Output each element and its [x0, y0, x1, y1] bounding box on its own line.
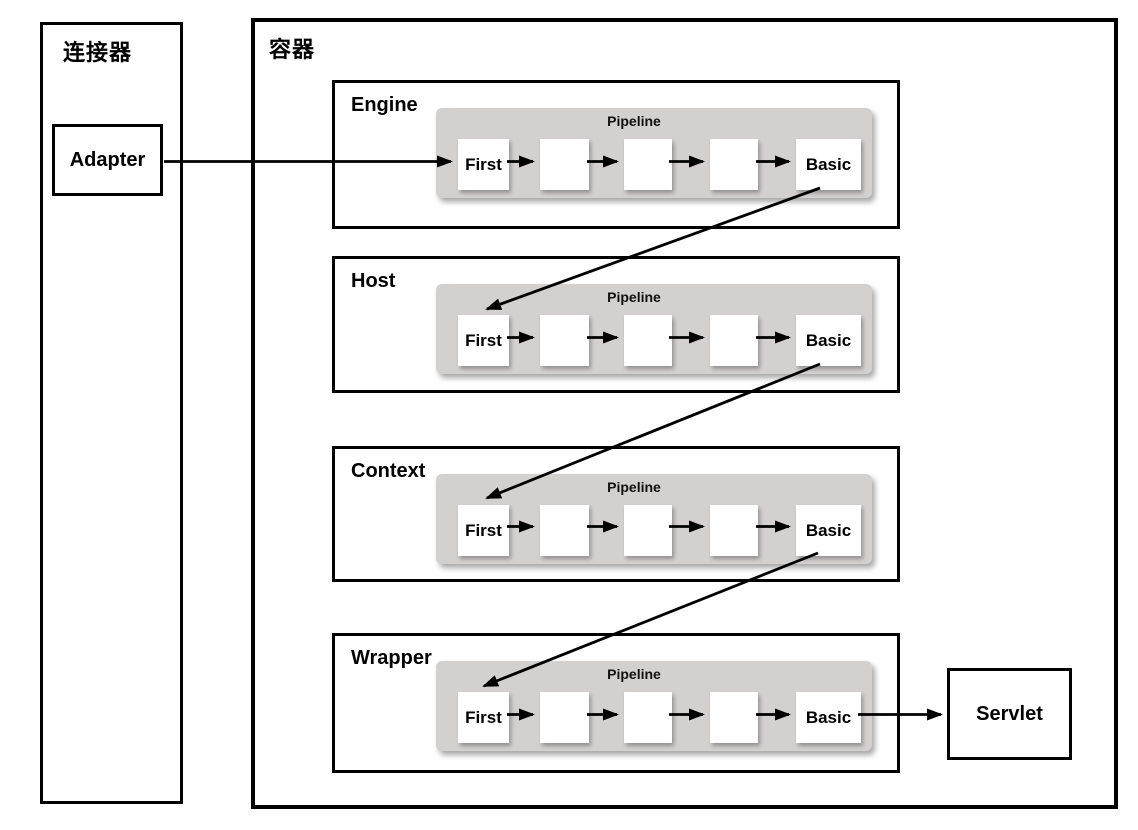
- context-pipeline: Pipeline First Basic: [436, 474, 872, 564]
- section-host-label: Host: [351, 270, 396, 292]
- host-first-valve: First: [458, 315, 509, 366]
- wrapper-pipeline-title: Pipeline: [607, 666, 661, 682]
- section-context: Context Pipeline First Basic: [332, 446, 900, 582]
- host-pipeline-title: Pipeline: [607, 289, 661, 305]
- servlet-box: Servlet: [947, 668, 1072, 760]
- servlet-label: Servlet: [976, 702, 1043, 725]
- host-valve-2: [540, 315, 589, 366]
- section-host: Host Pipeline First Basic: [332, 256, 900, 393]
- wrapper-valve-4: [710, 692, 758, 743]
- engine-basic-valve: Basic: [796, 139, 861, 190]
- wrapper-pipeline: Pipeline First Basic: [436, 661, 872, 751]
- section-engine: Engine Pipeline First Basic: [332, 80, 900, 229]
- context-pipeline-title: Pipeline: [607, 479, 661, 495]
- wrapper-valve-2: [540, 692, 589, 743]
- context-first-valve: First: [458, 505, 509, 556]
- context-valve-4: [710, 505, 758, 556]
- adapter-label: Adapter: [69, 148, 146, 171]
- engine-pipeline: Pipeline First Basic: [436, 108, 872, 198]
- engine-valve-2: [540, 139, 589, 190]
- wrapper-first-valve: First: [458, 692, 509, 743]
- host-valve-3: [624, 315, 672, 366]
- wrapper-valve-3: [624, 692, 672, 743]
- host-pipeline: Pipeline First Basic: [436, 284, 872, 374]
- wrapper-basic-valve: Basic: [796, 692, 861, 743]
- adapter-box: Adapter: [52, 124, 163, 196]
- connector-label: 连接器: [63, 40, 133, 65]
- section-engine-label: Engine: [351, 94, 418, 116]
- section-context-label: Context: [351, 460, 426, 482]
- section-wrapper-label: Wrapper: [351, 647, 432, 669]
- container-label: 容器: [269, 37, 316, 62]
- engine-first-valve: First: [458, 139, 509, 190]
- engine-valve-3: [624, 139, 672, 190]
- section-wrapper: Wrapper Pipeline First Basic: [332, 633, 900, 773]
- context-valve-2: [540, 505, 589, 556]
- context-basic-valve: Basic: [796, 505, 861, 556]
- engine-pipeline-title: Pipeline: [607, 113, 661, 129]
- context-valve-3: [624, 505, 672, 556]
- host-basic-valve: Basic: [796, 315, 861, 366]
- host-valve-4: [710, 315, 758, 366]
- engine-valve-4: [710, 139, 758, 190]
